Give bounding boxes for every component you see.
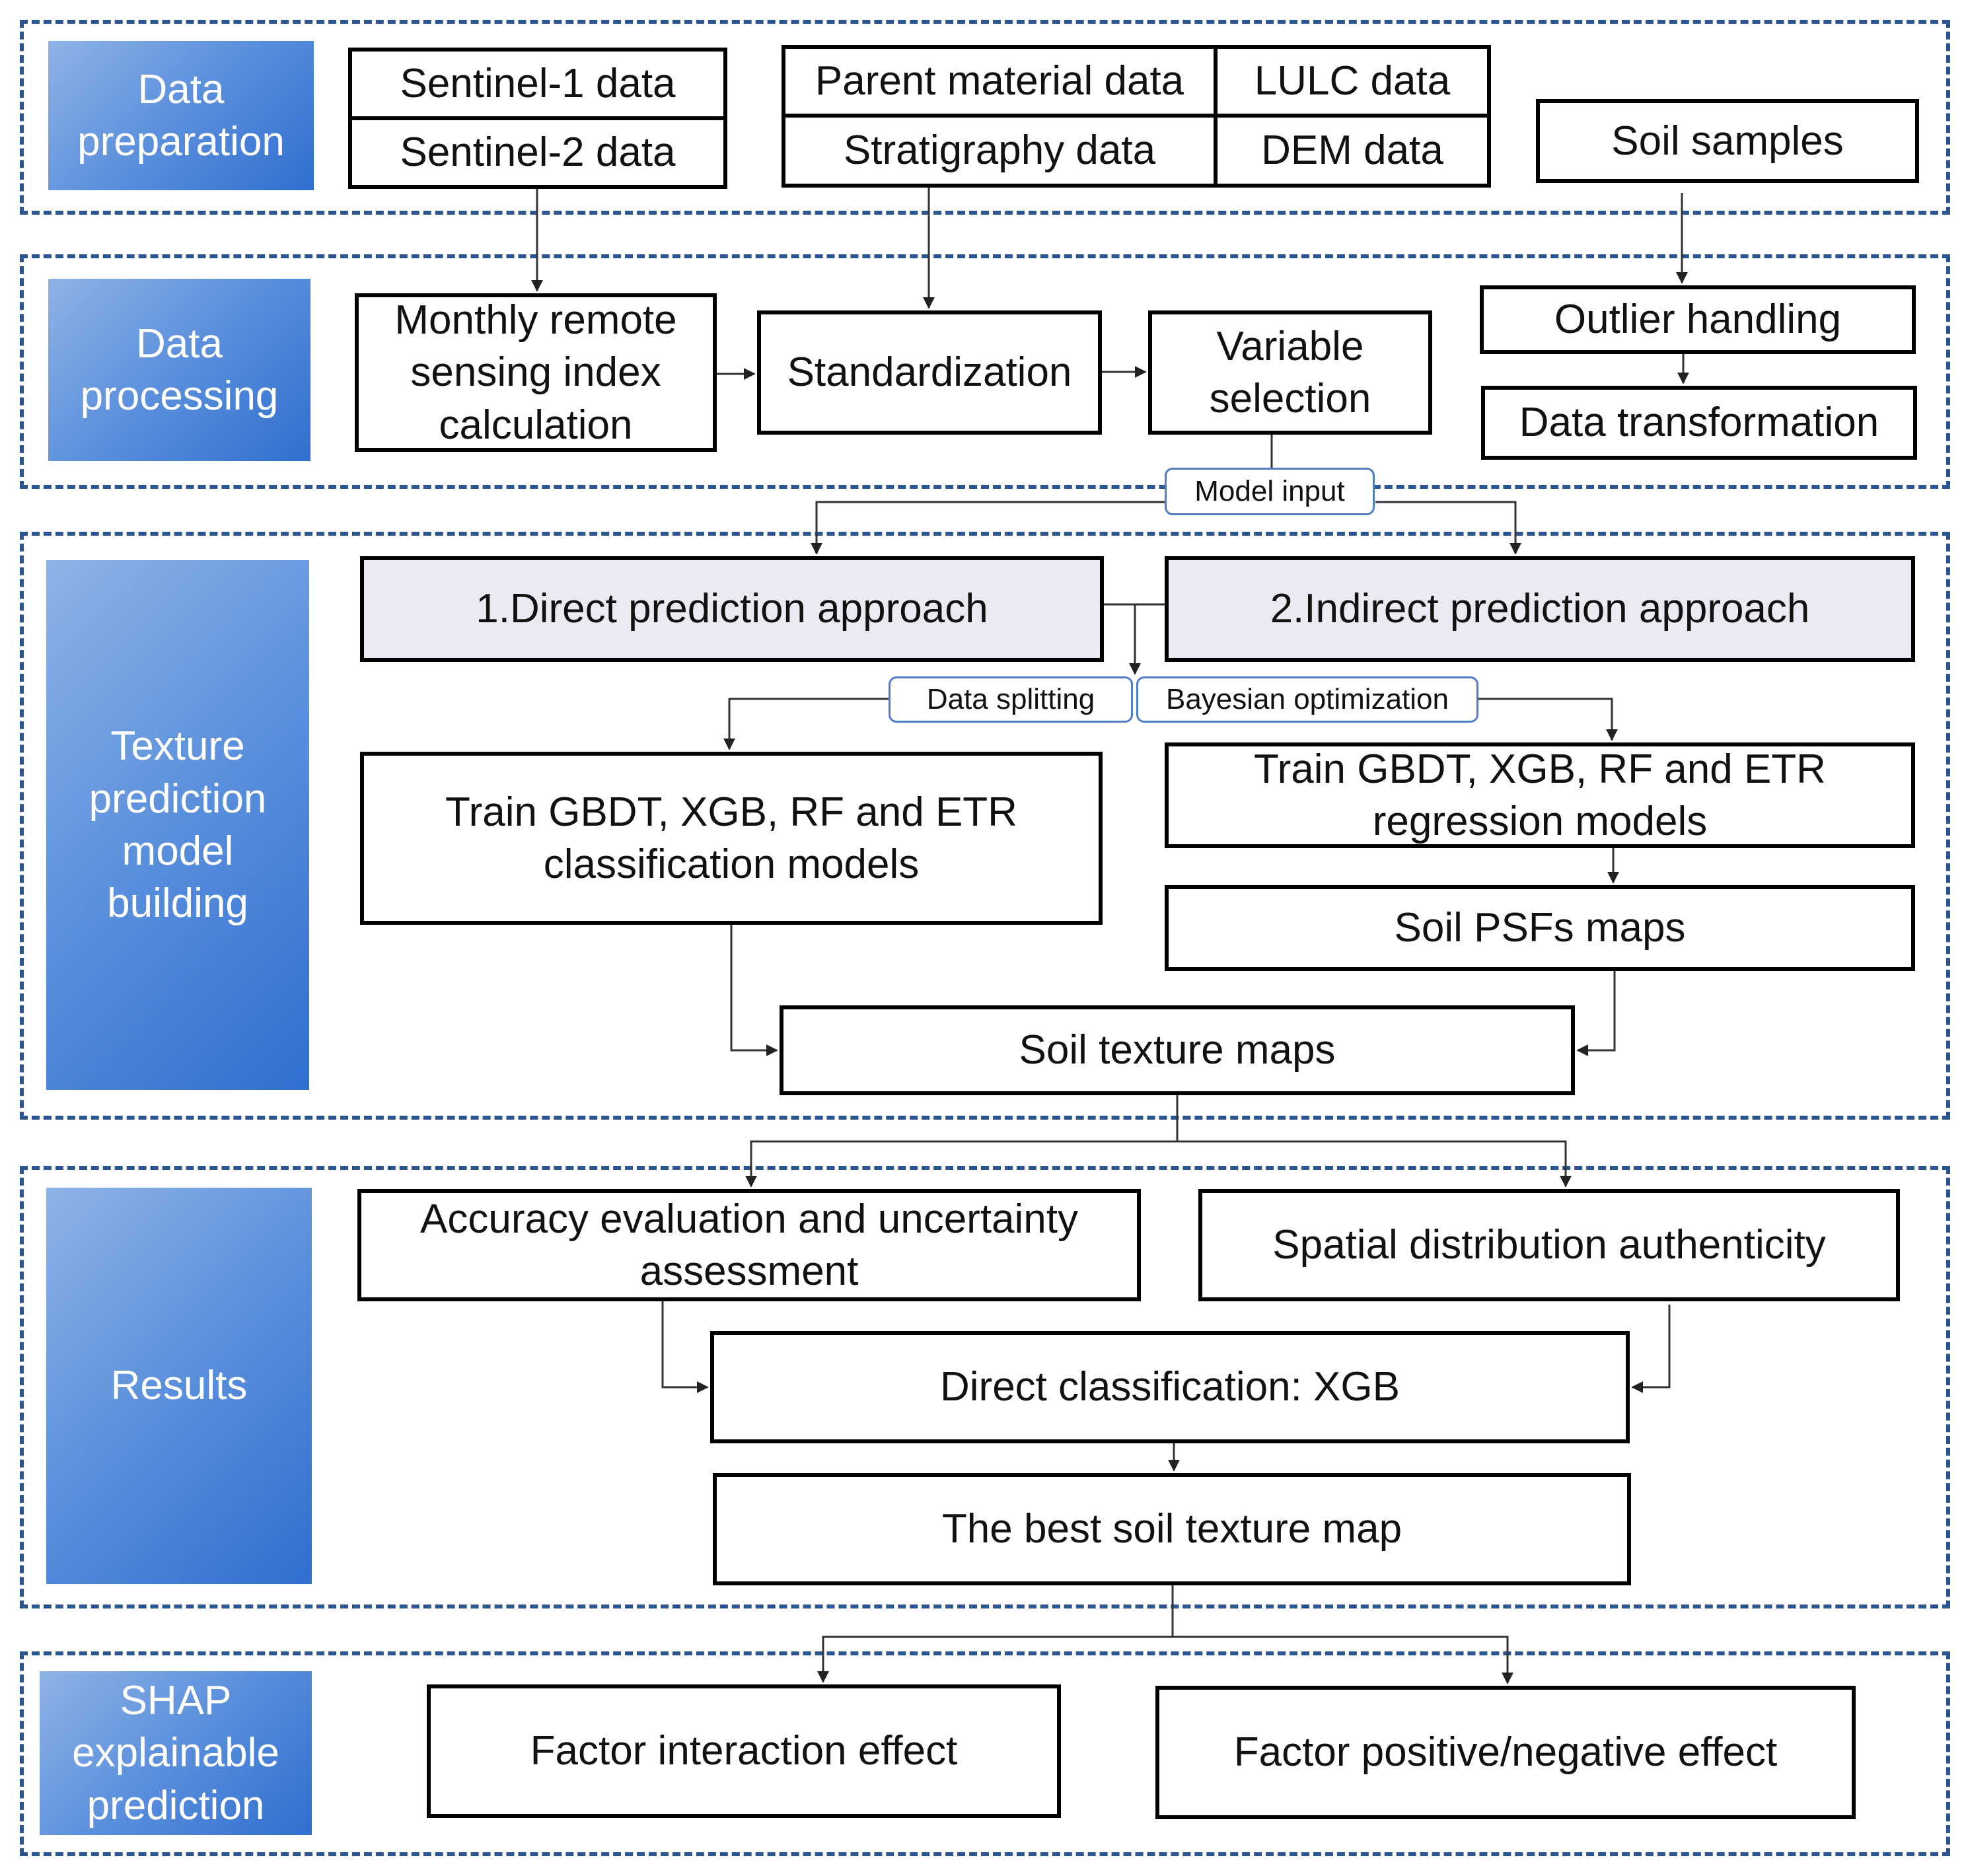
label-model-building: Texture prediction model building <box>46 560 309 1090</box>
label-data-processing: Data processing <box>48 279 310 461</box>
label-shap: SHAP explainable prediction <box>40 1671 312 1835</box>
section-data-preparation <box>20 20 1950 215</box>
arrow-texture-to-accuracy <box>745 1140 1177 1188</box>
box-stratigraphy: Stratigraphy data <box>782 114 1218 188</box>
arrow-best-to-posneg <box>1173 1636 1513 1684</box>
section-data-processing <box>20 254 1950 489</box>
box-outlier-handling: Outlier handling <box>1480 285 1916 354</box>
arrow-accuracy-to-xgb <box>661 1301 709 1393</box>
box-indirect-approach: 2.Indirect prediction approach <box>1165 556 1915 662</box>
arrow-spatial-to-xgb <box>1631 1305 1671 1393</box>
box-parent-material: Parent material data <box>782 45 1218 118</box>
section-results <box>20 1166 1950 1608</box>
box-spatial: Spatial distribution authenticity <box>1198 1189 1900 1301</box>
box-standardization: Standardization <box>757 310 1102 435</box>
box-texture-maps: Soil texture maps <box>780 1005 1575 1095</box>
box-data-transformation: Data transformation <box>1481 386 1917 460</box>
arrow-psf-to-texture <box>1576 971 1616 1056</box>
box-factor-posneg: Factor positive/negative effect <box>1155 1686 1856 1819</box>
label-data-preparation: Data preparation <box>48 41 314 190</box>
arrow-input-to-direct <box>811 501 1165 555</box>
box-direct-approach: 1.Direct prediction approach <box>360 556 1104 662</box>
box-factor-interaction: Factor interaction effect <box>427 1684 1061 1818</box>
box-regression-models: Train GBDT, XGB, RF and ETR regression m… <box>1165 742 1915 848</box>
box-classification-models: Train GBDT, XGB, RF and ETR classificati… <box>360 752 1103 925</box>
box-sentinel1: Sentinel-1 data <box>348 48 727 120</box>
box-accuracy: Accuracy evaluation and uncertainty asse… <box>357 1189 1141 1301</box>
tag-model-input: Model input <box>1165 468 1375 515</box>
box-best-map: The best soil texture map <box>713 1473 1631 1585</box>
label-results: Results <box>46 1188 312 1584</box>
box-sentinel2: Sentinel-2 data <box>348 116 727 189</box>
box-dem: DEM data <box>1214 114 1491 188</box>
arrow-split-to-class <box>723 698 889 750</box>
box-monthly-index: Monthly remote sensing index calculation <box>355 293 717 452</box>
arrow-bayes-to-reg <box>1478 698 1618 741</box>
box-psf-maps: Soil PSFs maps <box>1165 885 1915 971</box>
tag-data-splitting: Data splitting <box>889 676 1133 723</box>
box-variable-selection: Variable selection <box>1148 310 1432 435</box>
arrow-class-to-texture <box>730 925 778 1056</box>
arrow-input-to-indirect <box>1375 501 1521 555</box>
arrow-texture-to-spatial <box>1177 1140 1572 1188</box>
arrow-best-to-interaction <box>817 1636 1173 1683</box>
section-model-building <box>20 532 1950 1120</box>
box-direct-xgb: Direct classification: XGB <box>710 1331 1630 1443</box>
box-soil-samples: Soil samples <box>1536 99 1919 183</box>
tag-bayesian-optimization: Bayesian optimization <box>1136 676 1478 723</box>
section-shap <box>20 1651 1950 1856</box>
